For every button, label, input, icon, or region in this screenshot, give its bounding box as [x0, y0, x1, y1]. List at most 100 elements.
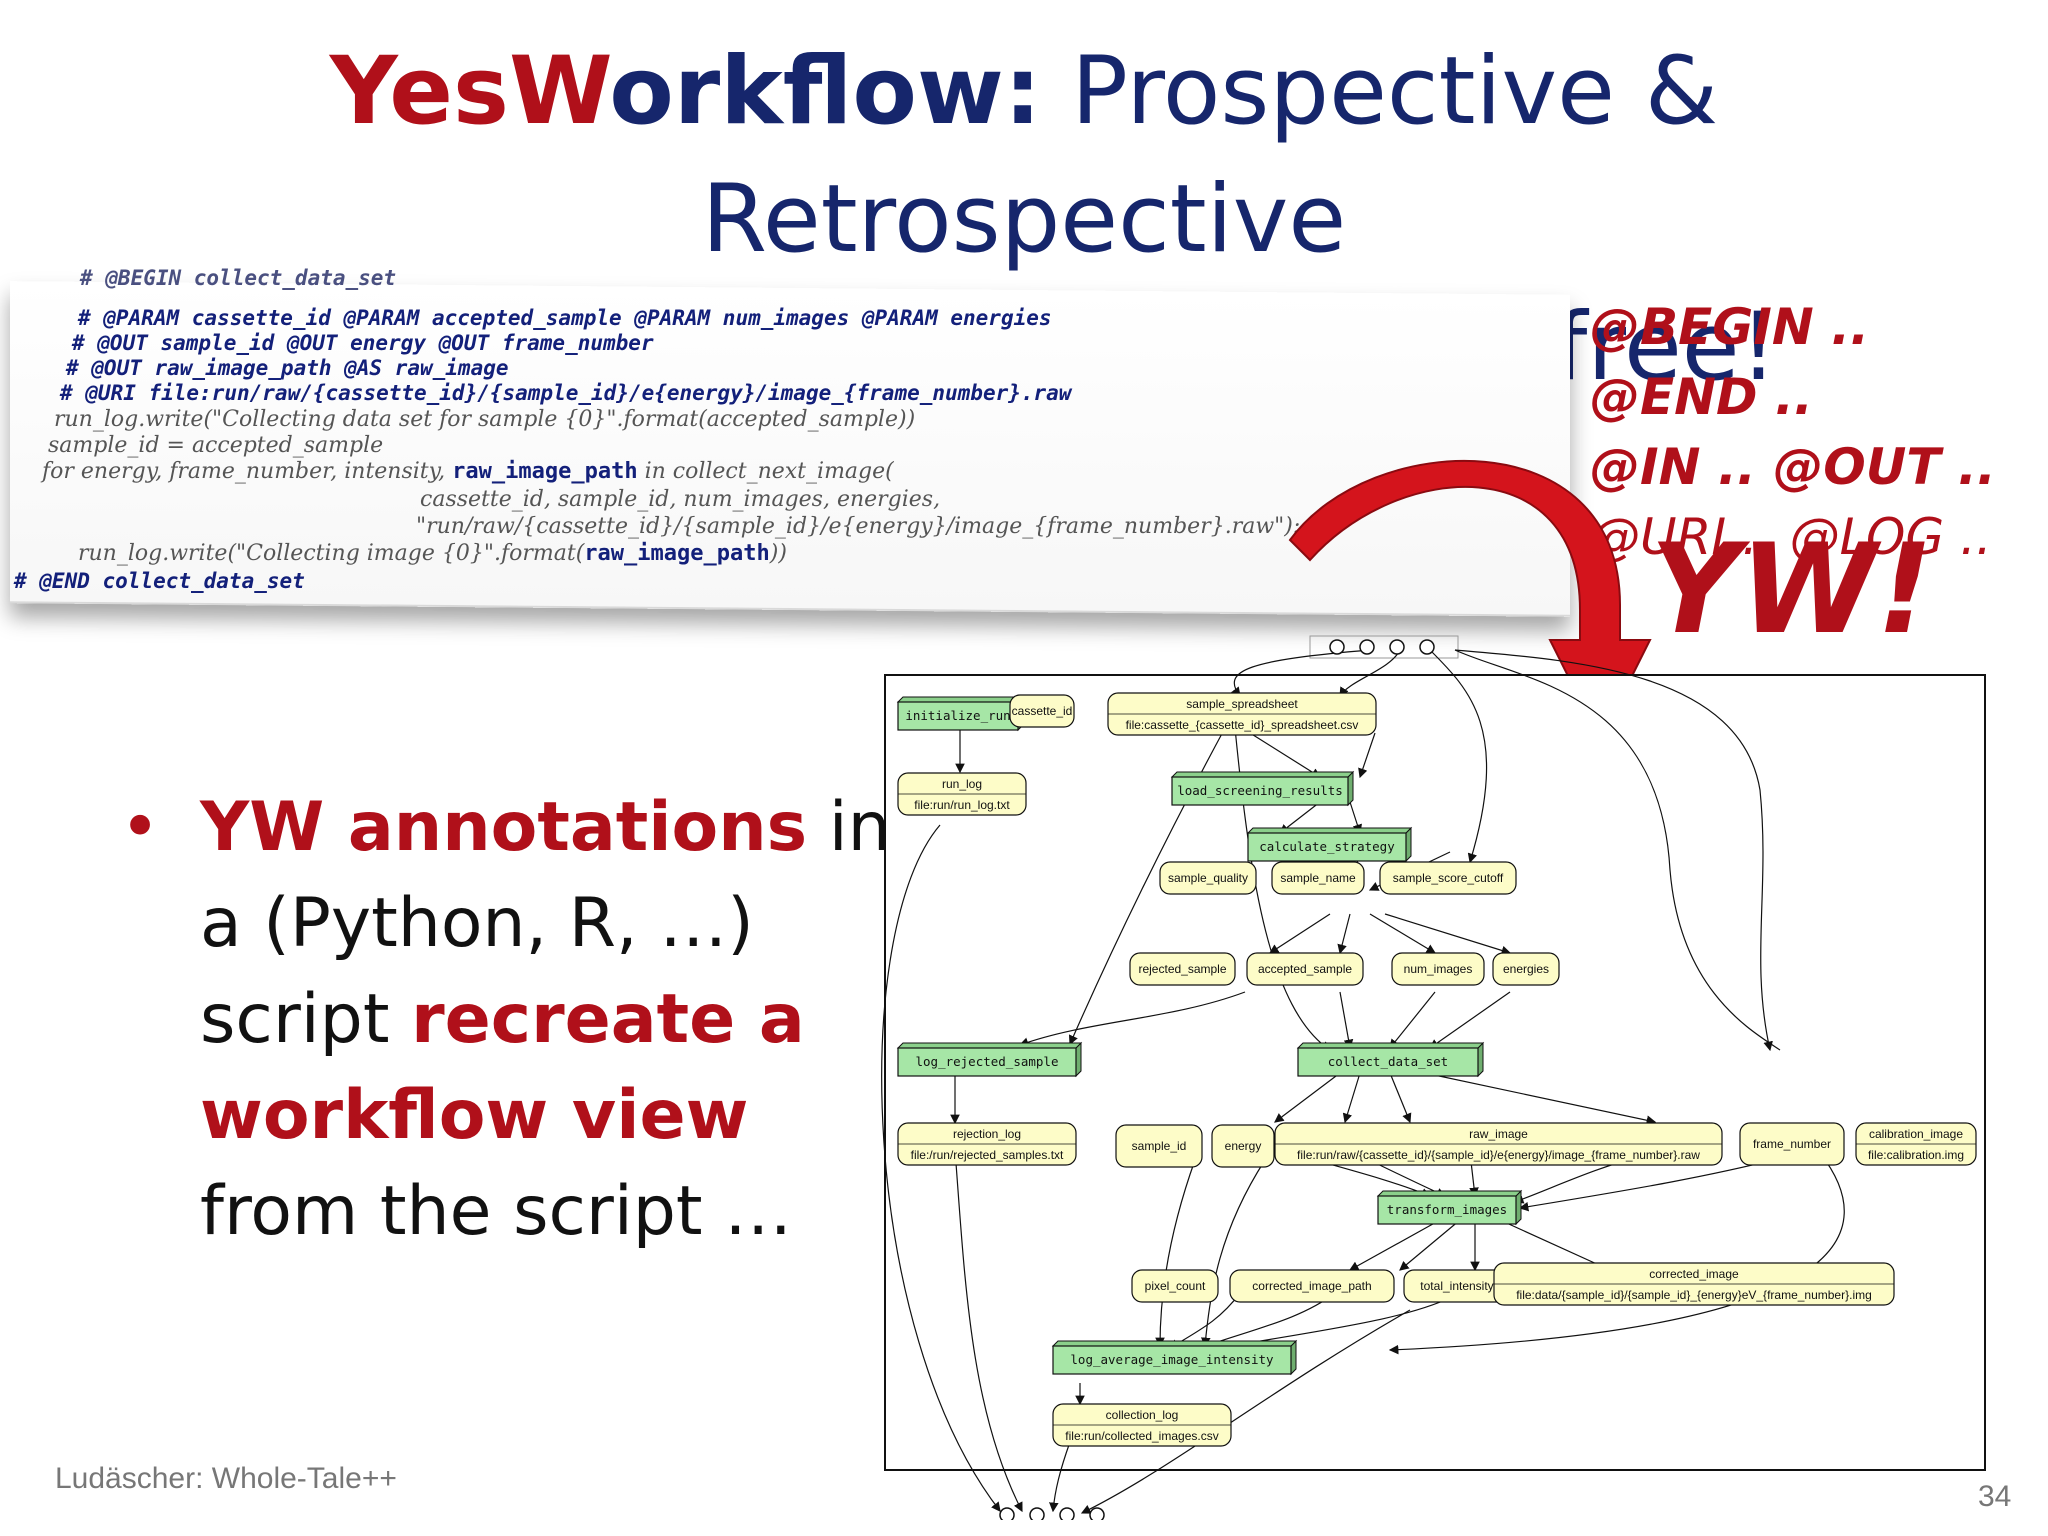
title-line-1: YesWorkflow: Prospective & Retrospective: [329, 37, 1719, 274]
diagram-port-markers: [999, 639, 1435, 1520]
data-uri: file:run/collected_images.csv: [1065, 1429, 1218, 1443]
program-label: load_screening_results: [1177, 783, 1343, 798]
data-label: sample_id: [1132, 1139, 1187, 1153]
code-line: run_log.write("Collecting image {0}".for…: [78, 541, 787, 566]
page-number: 34: [1978, 1480, 2012, 1513]
data-node-sample-quality: sample_quality: [1159, 861, 1257, 895]
data-node-raw-image: raw_image file:run/raw/{cassette_id}/{sam…: [1274, 1122, 1723, 1166]
program-label: calculate_strategy: [1259, 839, 1395, 854]
diagram-input-port-box: [1309, 635, 1459, 659]
data-node-rejection-log: rejection_log file:/run/rejected_samples.…: [897, 1122, 1077, 1166]
annotation-tags: @BEGIN .. @END .. @IN .. @OUT .. @URI ..…: [1590, 292, 2048, 572]
output-port-marker: [1029, 1507, 1045, 1520]
data-uri: file:run/run_log.txt: [914, 798, 1010, 812]
data-uri: file:data/{sample_id}/{sample_id}_{energ…: [1516, 1288, 1872, 1302]
data-label: rejected_sample: [1138, 962, 1226, 976]
data-node-corrected-image-path: corrected_image_path: [1229, 1269, 1395, 1303]
code-line: # @PARAM cassette_id @PARAM accepted_sam…: [78, 306, 1052, 330]
data-node-rejected-sample: rejected_sample: [1129, 952, 1236, 986]
data-label: corrected_image: [1649, 1267, 1739, 1281]
program-label: log_rejected_sample: [916, 1054, 1059, 1069]
data-uri: file:calibration.img: [1868, 1148, 1964, 1162]
data-node-energy: energy: [1211, 1124, 1275, 1168]
data-node-cassette-id: cassette_id: [1009, 694, 1075, 728]
data-node-sample-name: sample_name: [1271, 861, 1365, 895]
output-port-marker: [1059, 1507, 1075, 1520]
data-label: sample_score_cutoff: [1393, 871, 1504, 885]
program-label: initialize_run: [905, 708, 1010, 723]
code-line: # @URI file:run/raw/{cassette_id}/{sampl…: [60, 381, 1072, 405]
data-label: rejection_log: [953, 1127, 1021, 1141]
data-node-energies: energies: [1492, 952, 1560, 986]
data-node-sample-score-cutoff: sample_score_cutoff: [1379, 861, 1517, 895]
output-port-marker: [999, 1507, 1015, 1520]
program-node-initialize-run: initialize_run: [896, 695, 1025, 732]
data-uri: file:run/raw/{cassette_id}/{sample_id}/e…: [1297, 1148, 1700, 1162]
program-node-collect-data-set: collect_data_set: [1296, 1041, 1485, 1078]
data-node-num-images: num_images: [1391, 952, 1485, 986]
input-port-marker: [1359, 639, 1375, 655]
data-uri: file:cassette_{cassette_id}_spreadsheet.…: [1126, 718, 1359, 732]
code-excerpt: # @BEGIN collect_data_set # @PARAM casse…: [0, 266, 1580, 626]
code-line: # @BEGIN collect_data_set: [80, 266, 397, 290]
program-label: collect_data_set: [1328, 1054, 1448, 1069]
data-label: accepted_sample: [1258, 962, 1352, 976]
data-label: total_intensity: [1420, 1279, 1493, 1293]
data-node-accepted-sample: accepted_sample: [1246, 952, 1364, 986]
bullet-text: YW annotations in a (Python, R, …) scrip…: [200, 788, 891, 1251]
output-port-marker: [1089, 1507, 1105, 1520]
data-label: energies: [1503, 962, 1549, 976]
program-node-calculate-strategy: calculate_strategy: [1246, 826, 1413, 863]
program-node-transform-images: transform_images: [1376, 1189, 1523, 1226]
tag-line: @BEGIN .. @END ..: [1590, 298, 1870, 426]
program-node-log-rejected-sample: log_rejected_sample: [896, 1041, 1083, 1078]
data-node-total-intensity: total_intensity: [1403, 1269, 1511, 1303]
input-port-marker: [1329, 639, 1345, 655]
bullet-icon: •: [120, 788, 161, 867]
input-port-marker: [1389, 639, 1405, 655]
data-node-run-log: run_log file:run/run_log.txt: [897, 772, 1027, 816]
code-line: run_log.write("Collecting data set for s…: [54, 407, 916, 432]
code-line: for energy, frame_number, intensity, raw…: [42, 459, 894, 484]
code-line: sample_id = accepted_sample: [48, 433, 384, 458]
data-node-sample-spreadsheet: sample_spreadsheet file:cassette_{cassett…: [1107, 692, 1377, 736]
data-node-collection-log: collection_log file:run/collected_images.…: [1052, 1403, 1232, 1447]
code-line: # @END collect_data_set: [14, 569, 305, 593]
data-label: sample_spreadsheet: [1186, 697, 1298, 711]
data-label: num_images: [1404, 962, 1473, 976]
tag-line: @IN .. @OUT ..: [1590, 438, 1996, 496]
data-label: raw_image: [1469, 1127, 1528, 1141]
data-label: sample_name: [1280, 871, 1356, 885]
footer-text: Ludäscher: Whole-Tale++: [55, 1462, 397, 1495]
data-label: calibration_image: [1869, 1127, 1963, 1141]
data-label: corrected_image_path: [1252, 1279, 1371, 1293]
workflow-diagram: initialize_run load_screening_resultscalc…: [881, 635, 1986, 1520]
data-label: energy: [1225, 1139, 1262, 1153]
tag-line: @URI .. @LOG ..: [1590, 508, 1992, 566]
code-line: # @OUT sample_id @OUT energy @OUT frame_…: [72, 331, 654, 355]
data-uri: file:/run/rejected_samples.txt: [911, 1148, 1064, 1162]
data-node-frame-number: frame_number: [1739, 1122, 1845, 1166]
curved-arrow-icon: [1288, 459, 1652, 743]
data-node-corrected-image: corrected_image file:data/{sample_id}/{sa…: [1493, 1262, 1895, 1306]
diagram-nodes: initialize_run load_screening_resultscalc…: [896, 692, 1977, 1447]
data-label: collection_log: [1106, 1408, 1179, 1422]
code-line: "run/raw/{cassette_id}/{sample_id}/e{ene…: [416, 514, 1301, 539]
program-label: transform_images: [1387, 1202, 1507, 1217]
program-node-load-screening-results: load_screening_results: [1170, 770, 1355, 807]
input-port-marker: [1419, 639, 1435, 655]
brand-name: YesWorkflow:: [329, 37, 1042, 146]
program-node-log-average-image-intensity: log_average_image_intensity: [1051, 1339, 1298, 1376]
program-label: log_average_image_intensity: [1070, 1352, 1274, 1367]
data-node-sample-id: sample_id: [1115, 1124, 1203, 1168]
data-label: sample_quality: [1168, 871, 1248, 885]
yw-callout: YW!: [1650, 518, 1934, 662]
data-label: cassette_id: [1012, 704, 1073, 718]
data-node-pixel-count: pixel_count: [1131, 1269, 1219, 1303]
code-line: cassette_id, sample_id, num_images, ener…: [420, 487, 941, 512]
code-line: # @OUT raw_image_path @AS raw_image: [66, 356, 509, 380]
data-label: frame_number: [1753, 1137, 1831, 1151]
data-label: run_log: [942, 777, 982, 791]
data-node-calibration-image: calibration_image file:calibration.img: [1855, 1122, 1977, 1166]
data-label: pixel_count: [1145, 1279, 1206, 1293]
